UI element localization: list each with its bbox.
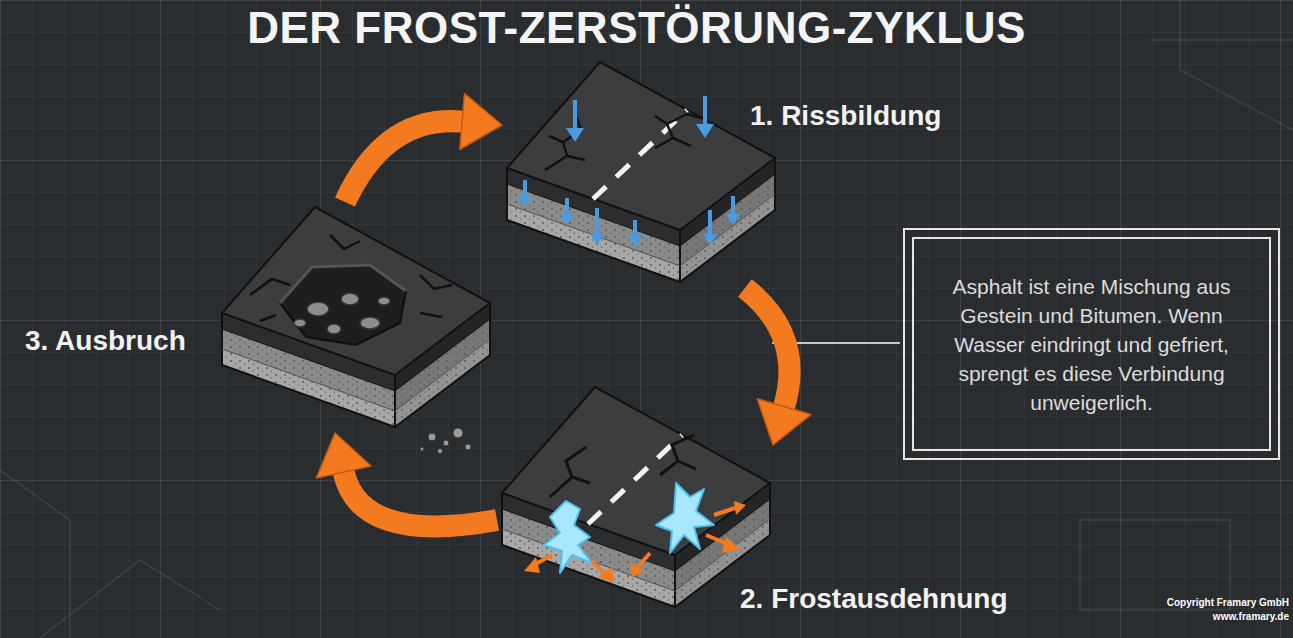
stage-illustration: 1. Rissbildung	[505, 60, 775, 285]
copyright-note: www.framary.de	[1213, 611, 1289, 623]
arrow-head	[757, 399, 811, 445]
arrow-shaft	[745, 288, 790, 407]
callout-frame: Asphalt ist eine Mischung aus Gestein un…	[912, 237, 1271, 451]
arrow-shaft	[344, 472, 497, 526]
arrow-head	[460, 94, 502, 150]
cycle-arrow	[745, 288, 811, 445]
cycle-arrow	[345, 94, 502, 202]
stage-title: 3. Ausbruch	[25, 325, 186, 357]
stage-illustration: 2. Frostausdehnung	[500, 385, 770, 620]
copyright-note: Copyright Framary GmbH	[1167, 597, 1289, 609]
callout-text: Asphalt ist eine Mischung aus Gestein un…	[942, 272, 1242, 417]
cycle-arrow	[316, 433, 497, 526]
callout-box: Asphalt ist eine Mischung aus Gestein un…	[903, 228, 1280, 460]
callout-text-block: Asphalt ist eine Mischung aus Gestein un…	[942, 272, 1242, 417]
arrow-shaft	[345, 121, 462, 202]
stage-title: 2. Frostausdehnung	[740, 583, 1008, 615]
stage-title: 1. Rissbildung	[750, 100, 941, 132]
arrow-head	[316, 433, 371, 478]
diagram-title: DER FROST-ZERSTÖRUNG-ZYKLUS	[0, 4, 1273, 52]
stage-illustration: 3. Ausbruch	[220, 205, 490, 430]
